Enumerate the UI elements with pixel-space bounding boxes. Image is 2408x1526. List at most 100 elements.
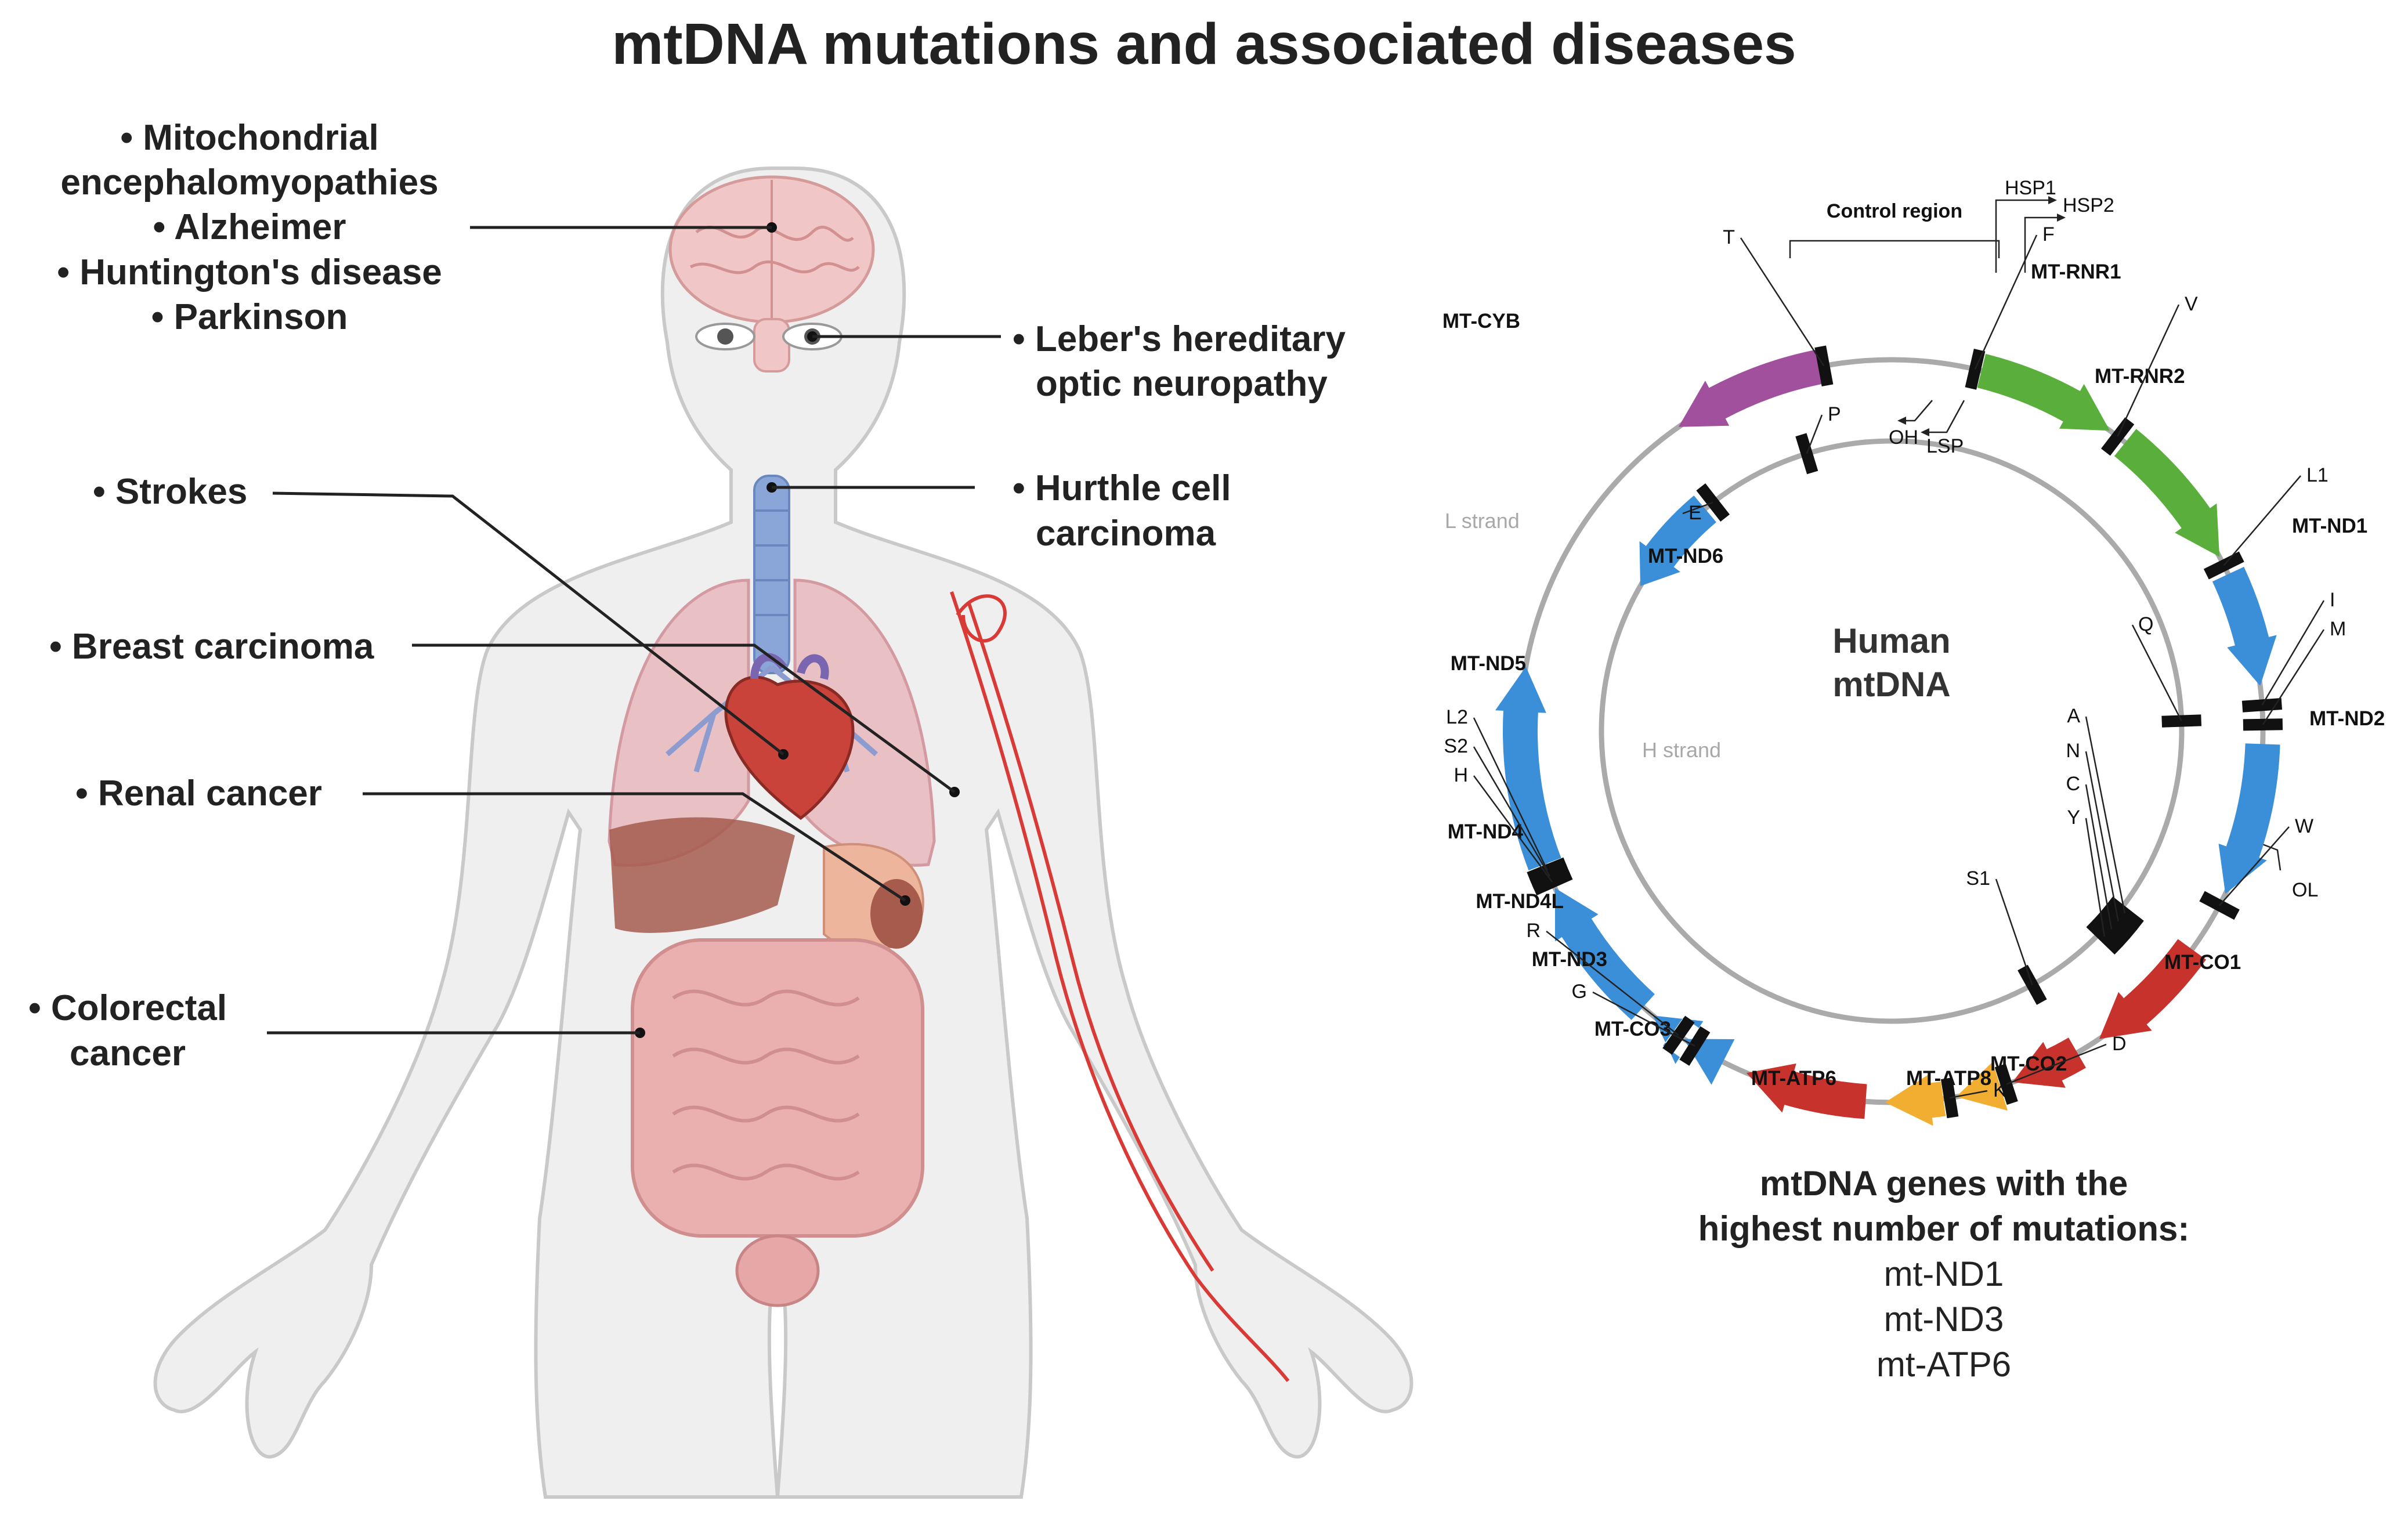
trna-label-v: V xyxy=(2185,293,2198,315)
label-huntington: • Huntington's disease xyxy=(57,252,442,292)
trna-leader-q xyxy=(2131,624,2182,722)
figure-title: mtDNA mutations and associated diseases xyxy=(612,12,1796,77)
label-breast-group: • Breast carcinoma xyxy=(49,627,956,794)
gene-arrow-mt-rnr1 xyxy=(1977,353,2110,431)
summary-item-mt-nd3: mt-ND3 xyxy=(1884,1300,2004,1339)
gene-arrow-mt-atp6 xyxy=(1885,1075,1946,1126)
trna-label-f: F xyxy=(2042,223,2055,245)
label-parkinson: • Parkinson xyxy=(151,297,348,337)
leader-breast xyxy=(412,643,956,794)
center-label-human: Human xyxy=(1832,621,1950,660)
label-alzheimer: • Alzheimer xyxy=(153,207,346,247)
trna-label-h: H xyxy=(1454,764,1468,786)
gene-label-mt-co3: MT-CO3 xyxy=(1595,1018,1671,1040)
trna-leader-y xyxy=(2085,818,2106,937)
trna-leader-k xyxy=(1949,1090,1988,1099)
gene-label-mt-nd1: MT-ND1 xyxy=(2292,515,2367,537)
gene-label-mt-nd5: MT-ND5 xyxy=(1451,652,1526,675)
center-label-mtdna: mtDNA xyxy=(1832,665,1950,704)
mutation-summary: mtDNA genes with the highest number of m… xyxy=(1698,1164,2190,1384)
summary-item-mt-nd1: mt-ND1 xyxy=(1884,1254,2004,1293)
trna-label-s2: S2 xyxy=(1444,735,1468,757)
trna-leader-s1 xyxy=(1995,878,2033,985)
label-optic-neuropathy: optic neuropathy xyxy=(1036,364,1328,404)
label-lebers-hereditary: • Leber's hereditary xyxy=(1013,319,1346,359)
label-strokes-group: • Strokes xyxy=(93,472,784,755)
gene-label-mt-co1: MT-CO1 xyxy=(2164,951,2241,974)
trna-leader-r xyxy=(1546,931,1679,1036)
gene-label-mt-cyb: MT-CYB xyxy=(1442,310,1520,332)
gene-arrow-mt-co3 xyxy=(1746,1063,1867,1119)
label-renal-cancer: • Renal cancer xyxy=(75,773,322,813)
trna-leader-g xyxy=(1592,991,1695,1047)
trna-leader-s2 xyxy=(1473,746,1550,877)
trna-leader-e xyxy=(1682,501,1713,515)
brain xyxy=(668,175,875,373)
trna-label-p: P xyxy=(1828,403,1841,425)
gene-label-mt-nd3: MT-ND3 xyxy=(1532,948,1607,971)
trna-label-m: M xyxy=(2330,618,2346,640)
summary-heading-line1: mtDNA genes with the xyxy=(1760,1164,2128,1203)
hsp2-arrow xyxy=(2024,216,2057,273)
trna-mark-f xyxy=(1965,349,1986,390)
gene-arrow-mt-nd2 xyxy=(2218,743,2280,894)
label-renal-group: • Renal cancer xyxy=(75,773,906,902)
trna-label-s1: S1 xyxy=(1966,867,1990,889)
trna-mark-p xyxy=(1795,433,1818,475)
label-hurthle-group: • Hurthle cell carcinoma xyxy=(772,468,1231,554)
trna-mark-e xyxy=(1696,483,1730,522)
gene-arrow-mt-cyb xyxy=(1678,348,1831,427)
gene-arrow-mt-nd4 xyxy=(1554,888,1655,1020)
gene-arrow-mt-nd6 xyxy=(1639,495,1716,586)
h-strand-circle xyxy=(1599,438,2185,1024)
gene-label-mt-rnr2: MT-RNR2 xyxy=(2095,365,2185,388)
leader-renal xyxy=(363,792,906,902)
trna-leader-p xyxy=(1806,414,1823,454)
bladder xyxy=(735,1234,820,1307)
label-colorectal: • Colorectal xyxy=(28,988,227,1028)
gene-arrow-mt-nd4l xyxy=(1653,1015,1704,1064)
label-colorectal-cancer: cancer xyxy=(70,1033,186,1073)
control-region: Control region xyxy=(1789,200,2000,258)
trna-leader-l1 xyxy=(2223,475,2301,566)
label-hurthle-carcinoma: carcinoma xyxy=(1036,514,1216,554)
trna-label-y: Y xyxy=(2067,807,2080,829)
trna-leader-a xyxy=(2085,716,2126,914)
hsp1-label: HSP1 xyxy=(2005,177,2056,199)
trna-label-w: W xyxy=(2295,815,2313,837)
summary-heading-line2: highest number of mutations: xyxy=(1698,1209,2190,1248)
gene-label-mt-nd2: MT-ND2 xyxy=(2309,707,2385,730)
trna-label-a: A xyxy=(2067,705,2080,727)
promoters: HSP1 HSP2 LSP OH OL xyxy=(1889,177,2318,901)
lsp-arrow xyxy=(1929,400,1965,433)
trna-label-d: D xyxy=(2112,1033,2127,1055)
label-lhon: • Leber's hereditary optic neuropathy xyxy=(812,319,1346,404)
gene-label-mt-co2: MT-CO2 xyxy=(1990,1053,2067,1075)
trna-leader-h xyxy=(1473,775,1553,883)
h-strand-label: H strand xyxy=(1642,738,1721,762)
ol-label: OL xyxy=(2292,879,2318,901)
gene-label-mt-rnr1: MT-RNR1 xyxy=(2031,261,2121,283)
oh-label: OH xyxy=(1889,426,1918,449)
label-neuro-diseases: • Mitochondrial encephalomyopathies • Al… xyxy=(57,118,772,337)
gene-label-mt-nd4l: MT-ND4L xyxy=(1476,890,1564,913)
label-strokes: • Strokes xyxy=(93,472,247,512)
trna-label-n: N xyxy=(2066,740,2080,762)
trna-mark-k xyxy=(1940,1077,1959,1119)
trna-leader-w xyxy=(2219,826,2290,906)
trna-label-t: T xyxy=(1723,226,1735,248)
label-colorectal-group: • Colorectal cancer xyxy=(28,988,640,1073)
lsp-label: LSP xyxy=(1926,435,1964,457)
gene-arrow-mt-rnr2 xyxy=(2114,429,2220,557)
label-breast-carcinoma: • Breast carcinoma xyxy=(49,627,374,667)
mt-trna-marks xyxy=(1527,345,2283,1119)
liver xyxy=(609,817,795,933)
trna-label-k: K xyxy=(1993,1079,2006,1101)
gene-label-mt-nd4: MT-ND4 xyxy=(1448,820,1524,843)
kidney xyxy=(870,879,923,949)
trna-label-c: C xyxy=(2066,773,2080,795)
hsp1-arrow xyxy=(1995,199,2048,273)
